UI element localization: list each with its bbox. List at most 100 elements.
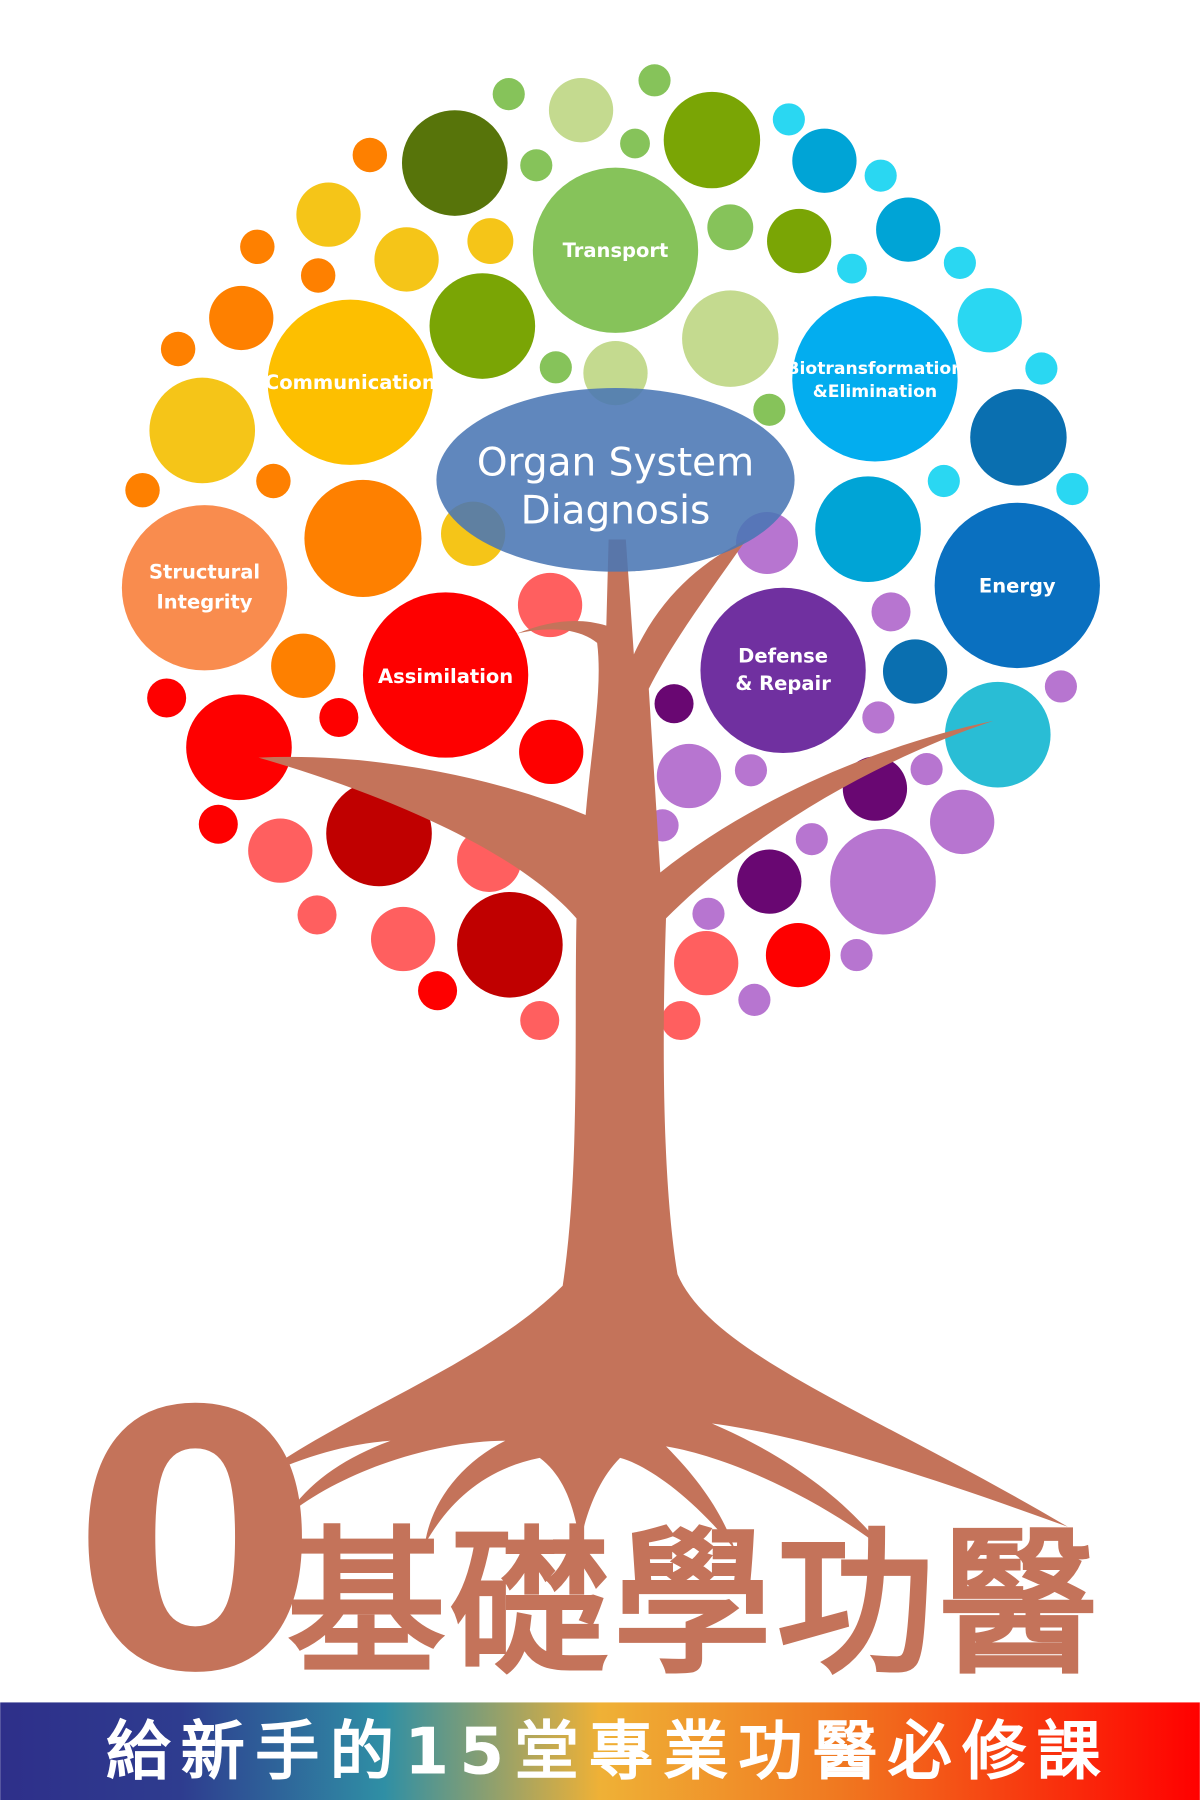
- decorative-circle: [520, 1001, 560, 1041]
- decorative-circle: [186, 694, 292, 801]
- decorative-circle: [638, 64, 671, 97]
- decorative-circle: [944, 681, 1051, 788]
- decorative-circle: [864, 159, 897, 192]
- node-circle: [532, 167, 699, 333]
- decorative-circle: [882, 639, 948, 704]
- decorative-circle: [734, 754, 768, 787]
- node-label: Biotransformation: [786, 359, 963, 379]
- decorative-circle: [271, 633, 336, 698]
- decorative-circle: [943, 246, 976, 279]
- node-biotransformation: Biotransformation &Elimination: [786, 296, 964, 462]
- node-circle: [121, 505, 288, 671]
- decorative-circle: [674, 930, 739, 996]
- node-label: Integrity: [157, 590, 253, 613]
- decorative-circle: [300, 258, 336, 293]
- node-label: Structural: [149, 561, 260, 584]
- banner-text: 給新手的15堂專業功醫必修課: [106, 1715, 1111, 1790]
- node-circle: [934, 502, 1100, 669]
- decorative-circle: [240, 229, 275, 265]
- node-label: Energy: [979, 574, 1056, 597]
- decorative-circle: [1056, 472, 1089, 506]
- decorative-circle: [772, 103, 805, 136]
- decorative-circle: [707, 204, 754, 251]
- subtitle-banner: [0, 1702, 1200, 1800]
- node-circle: [700, 587, 866, 754]
- decorative-circle: [149, 377, 256, 484]
- node-circle: [362, 592, 529, 758]
- decorative-circle: [656, 743, 722, 809]
- node-label: Communication: [265, 371, 436, 394]
- decorative-circle: [862, 701, 895, 734]
- organ-system-diagnosis-bubble: [436, 388, 795, 572]
- decorative-circle: [297, 895, 337, 935]
- decorative-circle: [654, 684, 694, 724]
- decorative-circle: [429, 273, 536, 379]
- decorative-circle: [1044, 670, 1077, 703]
- center-label-line2: Diagnosis: [521, 488, 711, 533]
- decorative-circle: [815, 476, 921, 583]
- center-label-line1: Organ System: [477, 440, 754, 485]
- decorative-circle: [737, 849, 802, 914]
- node-energy: Energy: [934, 502, 1100, 669]
- decorative-circle: [548, 78, 614, 143]
- node-communication: Communication: [265, 299, 436, 465]
- decorative-circle: [765, 922, 831, 988]
- node-label: & Repair: [735, 672, 831, 695]
- decorative-circle: [738, 983, 771, 1016]
- decorative-circle: [682, 290, 779, 387]
- decorative-circle: [209, 285, 274, 351]
- decorative-circle: [125, 472, 160, 508]
- decorative-circles: [125, 64, 1089, 1041]
- node-circle: [792, 296, 958, 462]
- node-circle: [267, 299, 433, 465]
- decorative-circle: [970, 389, 1067, 486]
- decorative-circle: [930, 789, 995, 855]
- decorative-circle: [876, 197, 941, 262]
- decorative-circle: [304, 479, 422, 597]
- decorative-circle: [517, 572, 583, 638]
- decorative-circle: [457, 891, 563, 998]
- decorative-circle: [957, 288, 1022, 353]
- decorative-circle: [830, 828, 936, 935]
- tree-trunk: [252, 539, 1068, 1550]
- decorative-circle: [147, 678, 187, 718]
- node-label: Defense: [738, 644, 828, 667]
- node-assimilation: Assimilation: [362, 592, 529, 758]
- decorative-circle: [374, 227, 439, 292]
- decorative-circle: [792, 128, 857, 193]
- decorative-circle: [198, 804, 238, 844]
- decorative-circle: [519, 719, 584, 785]
- decorative-circle: [663, 91, 761, 189]
- decorative-circle: [927, 464, 960, 498]
- decorative-circle: [467, 218, 514, 265]
- decorative-circle: [661, 1001, 701, 1041]
- decorative-circle: [256, 463, 291, 499]
- decorative-circle: [871, 592, 911, 632]
- decorative-circle: [910, 753, 943, 786]
- decorative-circle: [520, 149, 553, 182]
- decorative-circle: [795, 823, 828, 856]
- node-label: Assimilation: [378, 665, 513, 688]
- decorative-circle: [620, 128, 650, 159]
- node-label: &Elimination: [813, 382, 937, 402]
- decorative-circle: [767, 208, 832, 274]
- decorative-circle: [1025, 352, 1058, 385]
- decorative-circle: [319, 697, 359, 737]
- title-zero: 0: [71, 1337, 319, 1751]
- node-structural-integrity: Structural Integrity: [121, 505, 288, 671]
- node-transport: Transport: [532, 167, 699, 333]
- decorative-circle: [418, 971, 458, 1011]
- decorative-circle: [248, 818, 313, 883]
- decorative-circle: [160, 331, 196, 367]
- decorative-circle: [492, 78, 525, 111]
- decorative-circle: [296, 182, 361, 247]
- decorative-circle: [370, 906, 436, 972]
- decorative-circle: [352, 137, 388, 173]
- node-label: Transport: [563, 239, 669, 262]
- decorative-circle: [837, 253, 867, 284]
- decorative-circle: [692, 897, 725, 930]
- decorative-circle: [753, 393, 786, 426]
- decorative-circle: [840, 939, 873, 972]
- title-text: 基礎學功醫: [287, 1513, 1102, 1697]
